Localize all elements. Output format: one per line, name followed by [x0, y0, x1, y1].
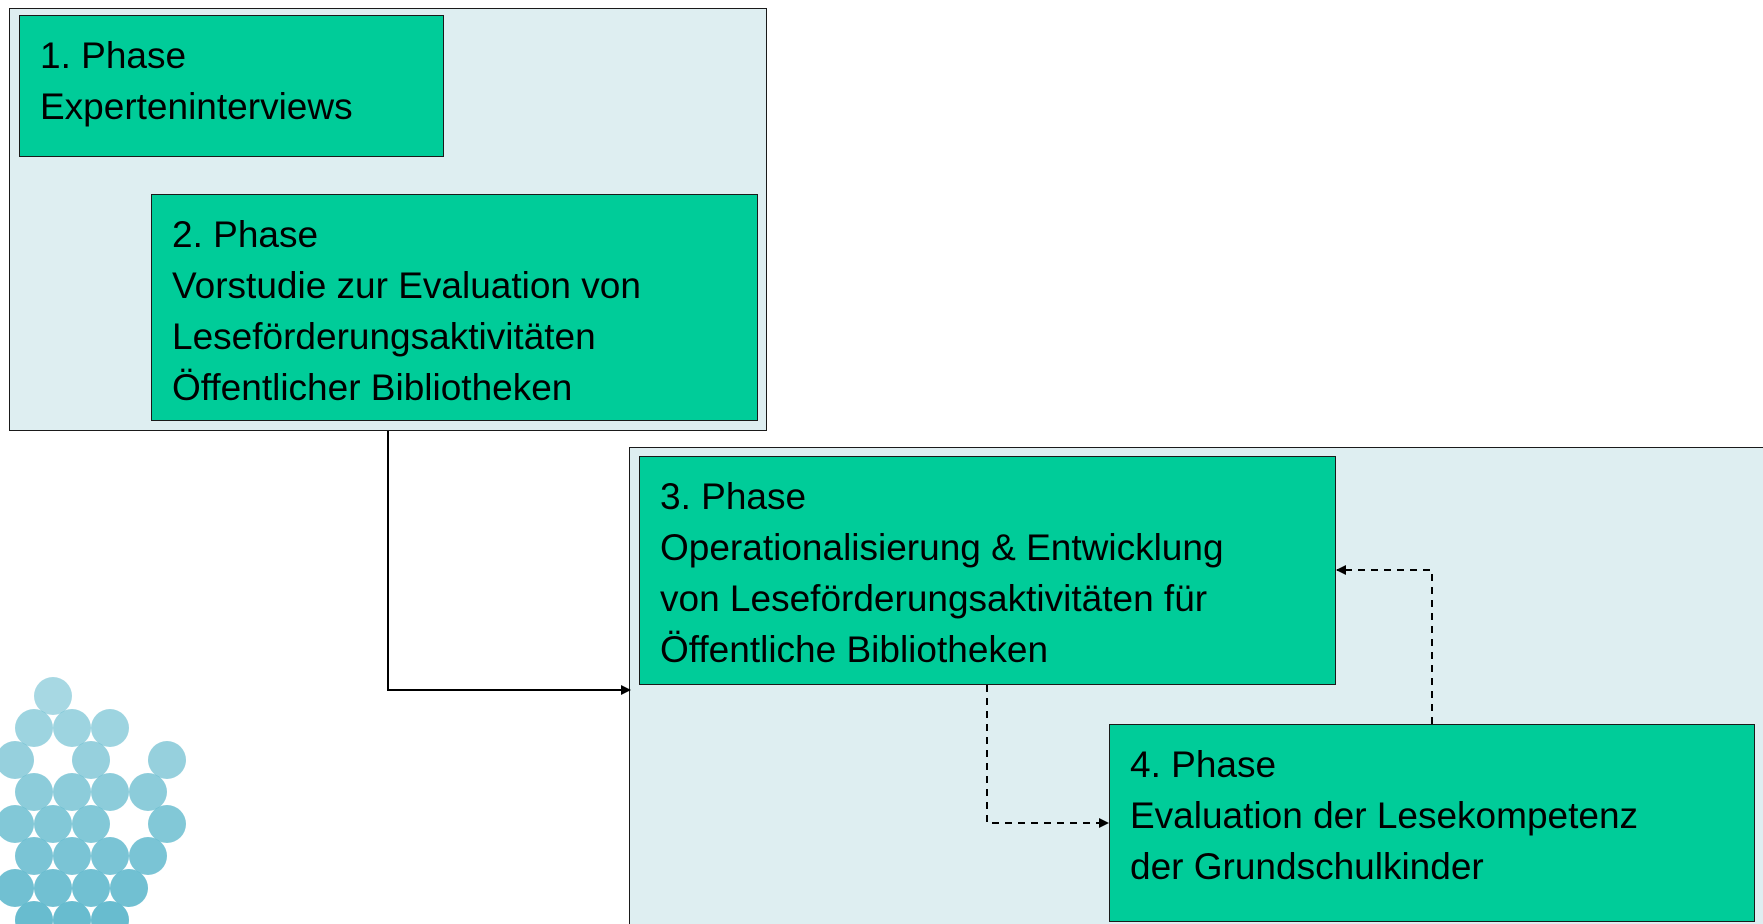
decorative-dot — [53, 773, 91, 811]
phase-2-box: 2. Phase Vorstudie zur Evaluation von Le… — [151, 194, 758, 421]
phase-3-description-line-1: Operationalisierung & Entwicklung — [660, 527, 1224, 568]
phase-2-title: 2. Phase — [172, 214, 319, 255]
phase-2-description-line-3: Öffentlicher Bibliotheken — [172, 367, 573, 408]
decorative-dot — [72, 869, 110, 907]
decorative-dot — [91, 709, 129, 747]
decorative-dot — [110, 869, 148, 907]
decorative-dot — [72, 805, 110, 843]
decorative-dot — [148, 805, 186, 843]
decorative-dot — [15, 709, 53, 747]
decorative-dot — [91, 837, 129, 875]
phase-1-title: 1. Phase — [40, 35, 187, 76]
phase-4-box: 4. Phase Evaluation der Lesekompetenz de… — [1109, 724, 1755, 922]
decorative-dot — [53, 901, 91, 924]
decorative-dot — [15, 901, 53, 924]
decorative-dot — [129, 773, 167, 811]
phase-4-description-line-1: Evaluation der Lesekompetenz — [1130, 795, 1639, 836]
decorative-dot — [34, 677, 72, 715]
decorative-dot-pattern-icon — [0, 677, 186, 924]
phase-3-title: 3. Phase — [660, 476, 807, 517]
phase-3-description-line-3: Öffentliche Bibliotheken — [660, 629, 1049, 670]
phase-4-title: 4. Phase — [1130, 744, 1277, 785]
arrow-phase-2-to-phase-3 — [387, 431, 631, 695]
phase-1-box: 1. Phase Experteninterviews — [19, 15, 444, 157]
phase-1-description: Experteninterviews — [40, 86, 353, 127]
phase-3-description-line-2: von Leseförderungsaktivitäten für — [660, 578, 1208, 619]
decorative-dot — [15, 773, 53, 811]
decorative-dot — [34, 869, 72, 907]
decorative-dot — [0, 805, 34, 843]
decorative-dot — [0, 869, 34, 907]
phase-2-description-line-1: Vorstudie zur Evaluation von — [172, 265, 641, 306]
decorative-dot — [53, 837, 91, 875]
decorative-dot — [148, 741, 186, 779]
phase-3-box: 3. Phase Operationalisierung & Entwicklu… — [639, 456, 1336, 685]
decorative-dot — [129, 837, 167, 875]
decorative-dot — [34, 805, 72, 843]
phase-4-description-line-2: der Grundschulkinder — [1130, 846, 1484, 887]
decorative-dot — [91, 901, 129, 924]
decorative-dot — [72, 741, 110, 779]
decorative-dot — [91, 773, 129, 811]
decorative-dot — [15, 837, 53, 875]
decorative-dot — [53, 709, 91, 747]
decorative-dot — [0, 741, 34, 779]
phase-2-description-line-2: Leseförderungsaktivitäten — [172, 316, 596, 357]
